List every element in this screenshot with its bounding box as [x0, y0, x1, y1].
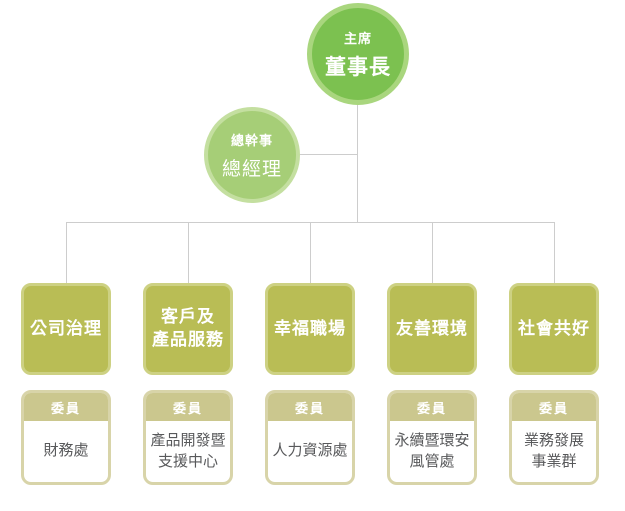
committee-box-business-development: 委員 業務發展 事業群	[509, 390, 599, 485]
connector-chairman-trunk	[357, 104, 358, 223]
connector-drop	[188, 222, 189, 283]
committee-unit-label: 人力資源處	[272, 442, 348, 460]
chairman-title-label: 董事長	[325, 55, 391, 79]
committee-tag: 委員	[146, 393, 230, 421]
connector-gm-branch	[299, 154, 358, 155]
committee-box-product-development-support: 委員 產品開發暨 支援中心	[143, 390, 233, 485]
gm-role-label: 總幹事	[230, 132, 273, 148]
pillar-box-friendly-environment: 友善環境	[387, 283, 477, 375]
pillar-box-happy-workplace: 幸福職場	[265, 283, 355, 375]
chairman-node: 主席 董事長	[307, 3, 409, 105]
connector-drop	[310, 222, 311, 283]
committee-unit-label: 產品開發暨 支援中心	[150, 432, 226, 470]
committee-tag: 委員	[512, 393, 596, 421]
connector-drop	[432, 222, 433, 283]
committee-box-sustainability-esh-risk: 委員 永續暨環安 風管處	[387, 390, 477, 485]
pillar-label: 客戶及 產品服務	[152, 307, 224, 349]
connector-drop	[66, 222, 67, 283]
gm-title-label: 總經理	[221, 158, 282, 180]
pillar-box-customer-product-service: 客戶及 產品服務	[143, 283, 233, 375]
general-manager-node: 總幹事 總經理	[204, 107, 300, 203]
chairman-role-label: 主席	[343, 30, 372, 46]
committee-unit-label: 永續暨環安 風管處	[394, 432, 470, 470]
committee-box-finance: 委員 財務處	[21, 390, 111, 485]
committee-tag: 委員	[268, 393, 352, 421]
connector-drop	[554, 222, 555, 283]
pillar-label: 社會共好	[518, 318, 590, 338]
pillar-box-social-good: 社會共好	[509, 283, 599, 375]
pillar-label: 公司治理	[30, 318, 102, 338]
pillar-label: 友善環境	[396, 318, 468, 338]
pillar-label: 幸福職場	[274, 318, 346, 338]
committee-tag: 委員	[390, 393, 474, 421]
committee-tag: 委員	[24, 393, 108, 421]
committee-unit-label: 財務處	[43, 442, 89, 460]
committee-box-human-resources: 委員 人力資源處	[265, 390, 355, 485]
committee-unit-label: 業務發展 事業群	[523, 432, 584, 470]
pillar-box-corporate-governance: 公司治理	[21, 283, 111, 375]
